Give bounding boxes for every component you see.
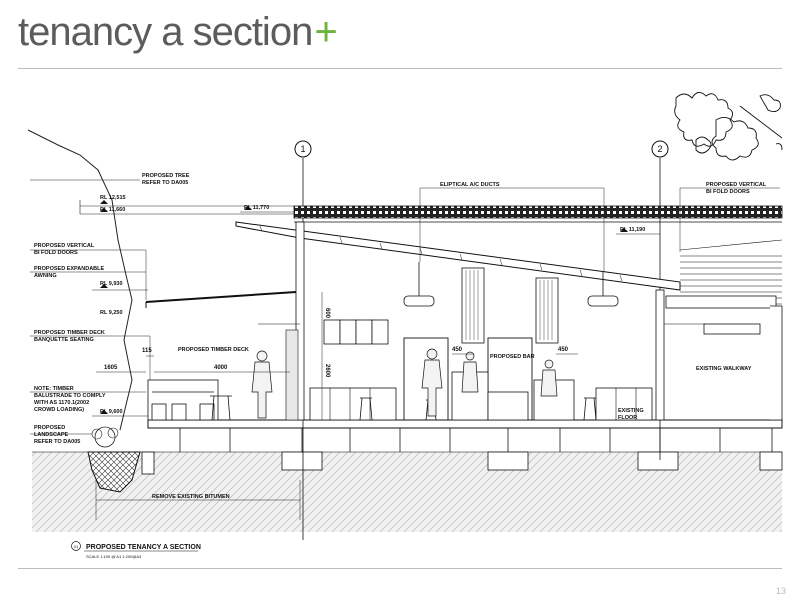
right-tree [674, 92, 783, 161]
label-landscape-1: PROPOSED [34, 425, 65, 431]
human-figures [251, 348, 558, 419]
label-bifold-right-2: BI FOLD DOORS [706, 189, 750, 195]
caption-scale: SCALE 1:100 @ A1 1:200@A3 [86, 554, 142, 559]
sloping-roof [235, 221, 681, 291]
grid-bubble-1 [294, 140, 312, 158]
dim-450-b: 450 [558, 347, 569, 353]
label-landscape-3: REFER TO DA005 [34, 439, 80, 445]
label-note-3: WITH AS 1170.1(2002 [34, 400, 89, 406]
label-timber-deck-2: BANQUETTE SEATING [34, 337, 94, 343]
label-proposed-bar: PROPOSED BAR [490, 354, 535, 360]
label-landscape-2: LANDSCAPE [34, 432, 69, 438]
level-rl-5: RL 9,930 [100, 281, 123, 287]
level-rl-1: RL 12,515 [100, 195, 126, 201]
duct-1 [403, 295, 435, 307]
dim-1605: 1605 [104, 365, 118, 371]
label-note-1: NOTE: TIMBER [34, 386, 74, 392]
level-rl-7: RL 9,600 [100, 409, 123, 415]
caption-number-bubble [71, 541, 81, 551]
label-bifold-left-1: PROPOSED VERTICAL [34, 243, 95, 249]
grid-bubble-2 [651, 140, 669, 158]
caption-title: PROPOSED TENANCY A SECTION [86, 544, 201, 551]
page-title: tenancy a section+ [18, 10, 338, 55]
label-bifold-left-2: BI FOLD DOORS [34, 250, 78, 256]
duct-2 [587, 295, 619, 307]
label-existing-floor-2: FLOOR [618, 415, 637, 421]
label-awning-2: AWNING [34, 273, 57, 279]
left-tree-outline [27, 129, 133, 431]
bottom-rule [18, 568, 782, 569]
label-proposed-tree: PROPOSED TREE [142, 173, 190, 179]
label-bifold-right-1: PROPOSED VERTICAL [706, 182, 767, 188]
page-title-text: tenancy a section [18, 10, 313, 54]
dim-2600: 2600 [324, 364, 330, 378]
page-number: 13 [775, 586, 786, 596]
level-rl-6: RL 9,250 [100, 310, 123, 316]
grid-label-2: 2 [657, 144, 662, 154]
caption-number: 01 [74, 544, 79, 549]
dim-4000: 4000 [214, 365, 228, 371]
title-plus-glyph: + [314, 10, 337, 54]
dim-450-a: 450 [452, 347, 463, 353]
level-rl-3: RL 11,770 [244, 205, 269, 211]
label-timber-deck-1: PROPOSED TIMBER DECK [34, 330, 105, 336]
label-note-2: BALUSTRADE TO COMPLY [34, 393, 106, 399]
dim-600: 600 [324, 308, 330, 319]
label-existing-floor-1: EXISTING [618, 408, 644, 414]
dim-115: 115 [142, 348, 152, 354]
label-note-4: CROWD LOADING) [34, 407, 84, 413]
label-awning-1: PROPOSED EXPANDABLE [34, 266, 105, 272]
grid-label-1: 1 [300, 144, 305, 154]
awning [145, 291, 297, 303]
label-timber-deck-center: PROPOSED TIMBER DECK [178, 347, 249, 353]
floor-slab [147, 419, 783, 429]
label-remove-bitumen: REMOVE EXISTING BITUMEN [152, 494, 230, 500]
level-rl-4: RL 11,190 [620, 227, 645, 233]
label-elliptical-ducts: ELIPTICAL A/C DUCTS [440, 182, 500, 188]
planter-pit [87, 451, 141, 493]
existing-roof-band [293, 205, 783, 219]
label-existing-walkway: EXISTING WALKWAY [696, 366, 752, 372]
title-rule [18, 68, 782, 69]
level-rl-2: RL 11,660 [100, 207, 125, 213]
label-refer-dags: REFER TO DA005 [142, 180, 188, 186]
